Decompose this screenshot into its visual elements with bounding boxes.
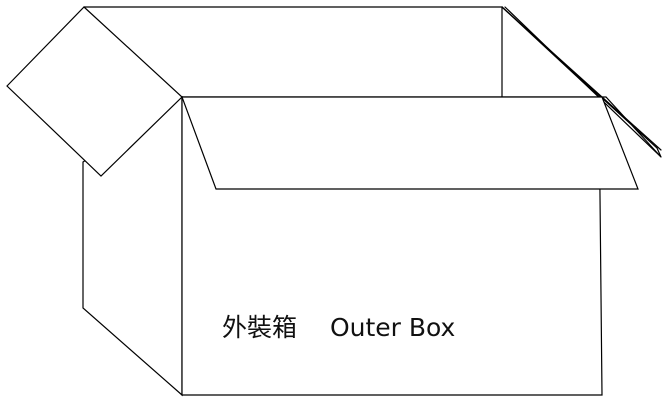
- box-back-flap: [501, 6, 662, 158]
- box-front-flap: [181, 96, 639, 190]
- box-label: 外裝箱 Outer Box: [222, 313, 455, 342]
